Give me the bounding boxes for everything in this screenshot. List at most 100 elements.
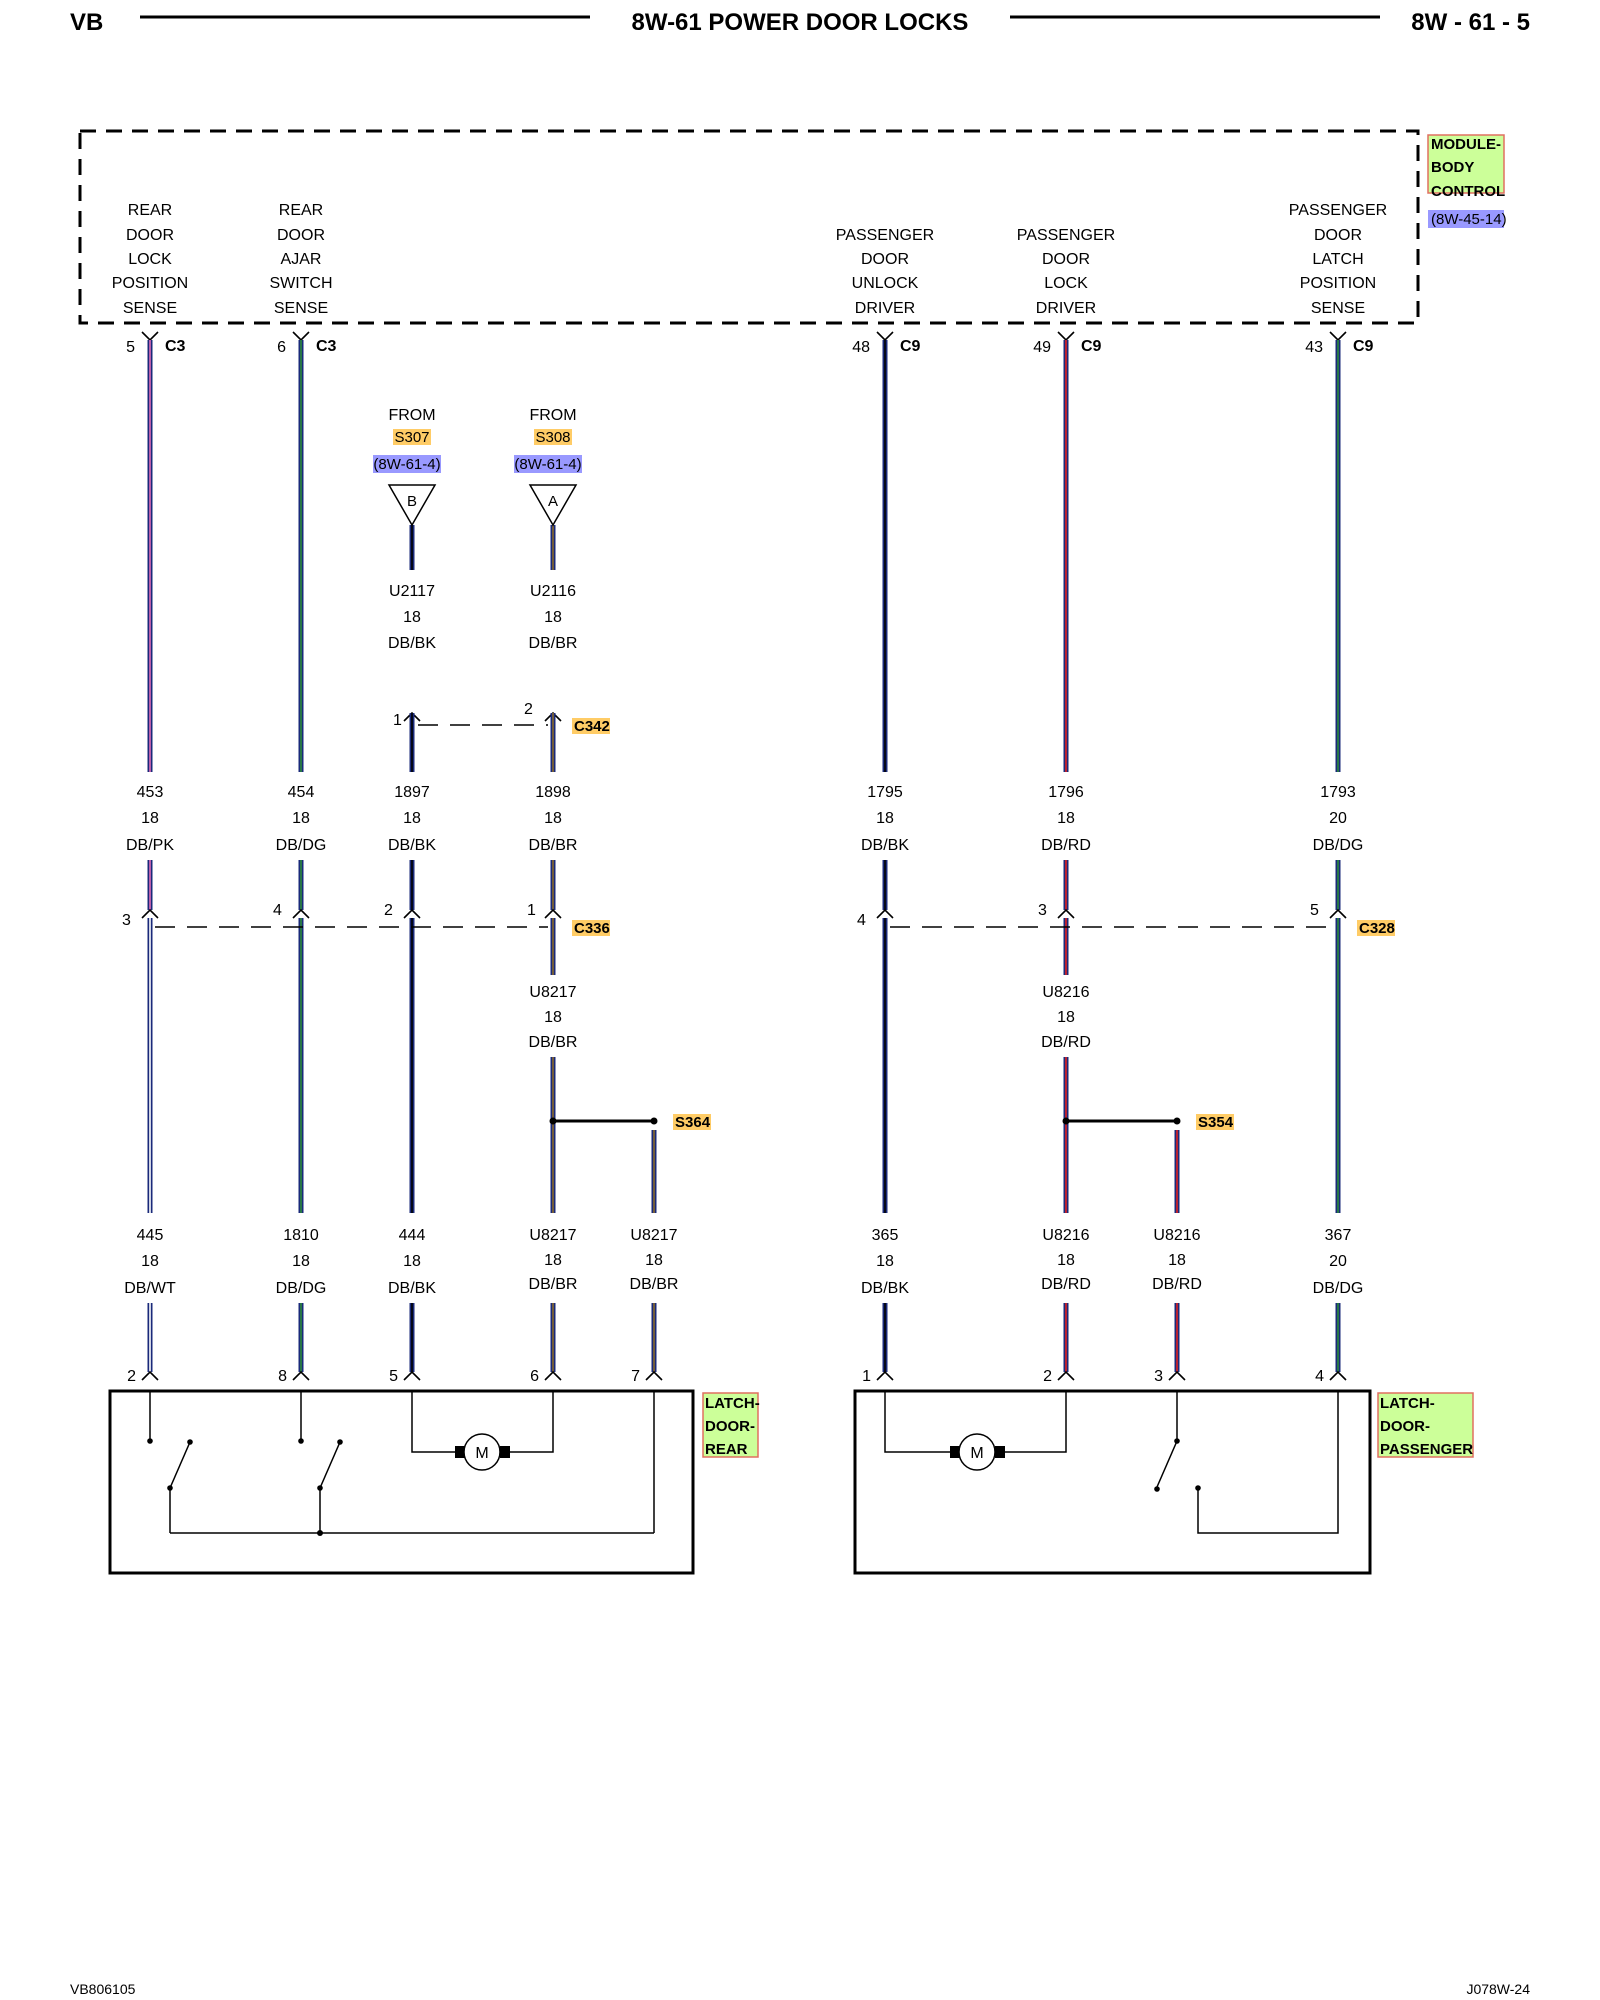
pin-mark: [141, 908, 159, 919]
wire-color: DB/BR: [529, 1034, 578, 1051]
fn-label: POSITION: [112, 275, 188, 292]
wire-gauge: 18: [1168, 1252, 1186, 1269]
fn-label: SENSE: [274, 300, 328, 317]
pin-number: 5: [1310, 902, 1319, 919]
pin-mark: [292, 908, 310, 919]
fn-label: AJAR: [281, 251, 322, 268]
pin-number: 1: [527, 902, 536, 919]
pin-mark: [1057, 331, 1075, 342]
splice-s354: S354: [1062, 1114, 1234, 1131]
connector-id: C328: [1359, 920, 1395, 937]
wire-gauge: 18: [1057, 1009, 1075, 1026]
wire-circuit: 1796: [1048, 784, 1084, 801]
pin-mark: [292, 1370, 310, 1381]
pin-mark: [292, 331, 310, 342]
wire-color: DB/RD: [1041, 837, 1091, 854]
wire-color: DB/BK: [388, 837, 436, 854]
pin-number: 3: [122, 912, 131, 929]
motor-label: M: [475, 1445, 488, 1462]
module-function-passenger-lock-driver: PASSENGER DOOR LOCK DRIVER: [1017, 227, 1115, 317]
wire-color: DB/DG: [1313, 837, 1364, 854]
fn-label: REAR: [279, 202, 323, 219]
fn-label: UNLOCK: [852, 275, 919, 292]
wire-circuit: U8216: [1042, 984, 1089, 1001]
wire-circuit: 1810: [283, 1227, 319, 1244]
wire-color: DB/RD: [1041, 1034, 1091, 1051]
pin-number: 3: [1154, 1368, 1163, 1385]
module-function-passenger-latch-sense: PASSENGER DOOR LATCH POSITION SENSE: [1289, 202, 1387, 317]
fn-label: SENSE: [123, 300, 177, 317]
component-name-line: LATCH-: [705, 1395, 760, 1412]
pin-mark: [876, 908, 894, 919]
fn-label: LATCH: [1312, 251, 1363, 268]
pin-mark: [141, 1370, 159, 1381]
page-header: VB 8W-61 POWER DOOR LOCKS 8W - 61 - 5: [70, 9, 1530, 36]
source-letter: B: [407, 493, 417, 510]
ref-id: (8W-61-4): [373, 456, 440, 473]
fn-label: SWITCH: [269, 275, 332, 292]
ref-id: (8W-61-4): [514, 456, 581, 473]
wire-gauge: 18: [544, 810, 562, 827]
wire-gauge: 18: [403, 810, 421, 827]
wire-gauge: 18: [141, 810, 159, 827]
connector-c336: 3 4 2 1 C336: [122, 902, 610, 937]
pin-number: 5: [389, 1368, 398, 1385]
wire-color: DB/RD: [1041, 1276, 1091, 1293]
pin-number: 7: [631, 1368, 640, 1385]
fn-label: PASSENGER: [836, 227, 934, 244]
wire-circuit: 1795: [867, 784, 903, 801]
wire-gauge: 18: [544, 1252, 562, 1269]
pin-number: 1: [393, 712, 402, 729]
module-name-line-1: MODULE-: [1431, 136, 1501, 153]
source-letter: A: [548, 493, 558, 510]
fn-label: DRIVER: [1036, 300, 1096, 317]
pin-mark: [1168, 1370, 1186, 1381]
wire-gauge: 18: [292, 810, 310, 827]
wire-gauge: 20: [1329, 1253, 1347, 1270]
wire-circuit: 1793: [1320, 784, 1356, 801]
latch-rear-label: LATCH- DOOR- REAR: [702, 1392, 760, 1458]
module-function-passenger-unlock-driver: PASSENGER DOOR UNLOCK DRIVER: [836, 227, 934, 317]
latch-door-rear: 2 8 5 6 7: [108, 1368, 695, 1575]
wire-circuit: 453: [137, 784, 164, 801]
connector-id: C3: [316, 338, 337, 355]
pin-number: 1: [862, 1368, 871, 1385]
body-control-module: [78, 129, 1420, 325]
latch-passenger-label: LATCH- DOOR- PASSENGER: [1377, 1392, 1474, 1458]
fn-label: DRIVER: [855, 300, 915, 317]
page-footer: VB806105 J078W-24: [70, 1981, 1530, 1997]
pin-mark: [1057, 1370, 1075, 1381]
fn-label: DOOR: [1314, 227, 1362, 244]
pin-number: 48: [852, 339, 870, 356]
fn-label: LOCK: [128, 251, 172, 268]
pin-number: 2: [384, 902, 393, 919]
motor-icon: M: [958, 1433, 996, 1471]
pin-number: 6: [530, 1368, 539, 1385]
module-name-line-2: BODY: [1431, 159, 1474, 176]
pin-number: 4: [857, 912, 866, 929]
source-s307: FROM S307 (8W-61-4) B U2117 18 DB/BK: [373, 407, 441, 652]
wire-gauge: 18: [645, 1252, 663, 1269]
fn-label: LOCK: [1044, 275, 1088, 292]
pin-mark: [544, 1370, 562, 1381]
connector-id: C3: [165, 338, 186, 355]
wire-circuit: 1898: [535, 784, 571, 801]
pin-mark: [403, 908, 421, 919]
component-name-line: LATCH-: [1380, 1395, 1435, 1412]
wire-color: DB/RD: [1152, 1276, 1202, 1293]
wire-color: DB/WT: [124, 1280, 176, 1297]
wire-circuit: U2116: [530, 583, 576, 600]
wire-color: DB/BK: [388, 635, 436, 652]
wire-circuit: 454: [288, 784, 315, 801]
wire-gauge: 18: [876, 1253, 894, 1270]
footer-left: VB806105: [70, 1981, 136, 1997]
page-number: 8W - 61 - 5: [1411, 9, 1530, 36]
splice-id: S364: [675, 1114, 711, 1131]
pin-number: 3: [1038, 902, 1047, 919]
fn-label: REAR: [128, 202, 172, 219]
motor-icon: M: [463, 1433, 501, 1471]
source-s308: FROM S308 (8W-61-4) A U2116 18 DB/BR: [514, 407, 582, 652]
pin-number: 2: [127, 1368, 136, 1385]
page-title: 8W-61 POWER DOOR LOCKS: [632, 9, 969, 36]
